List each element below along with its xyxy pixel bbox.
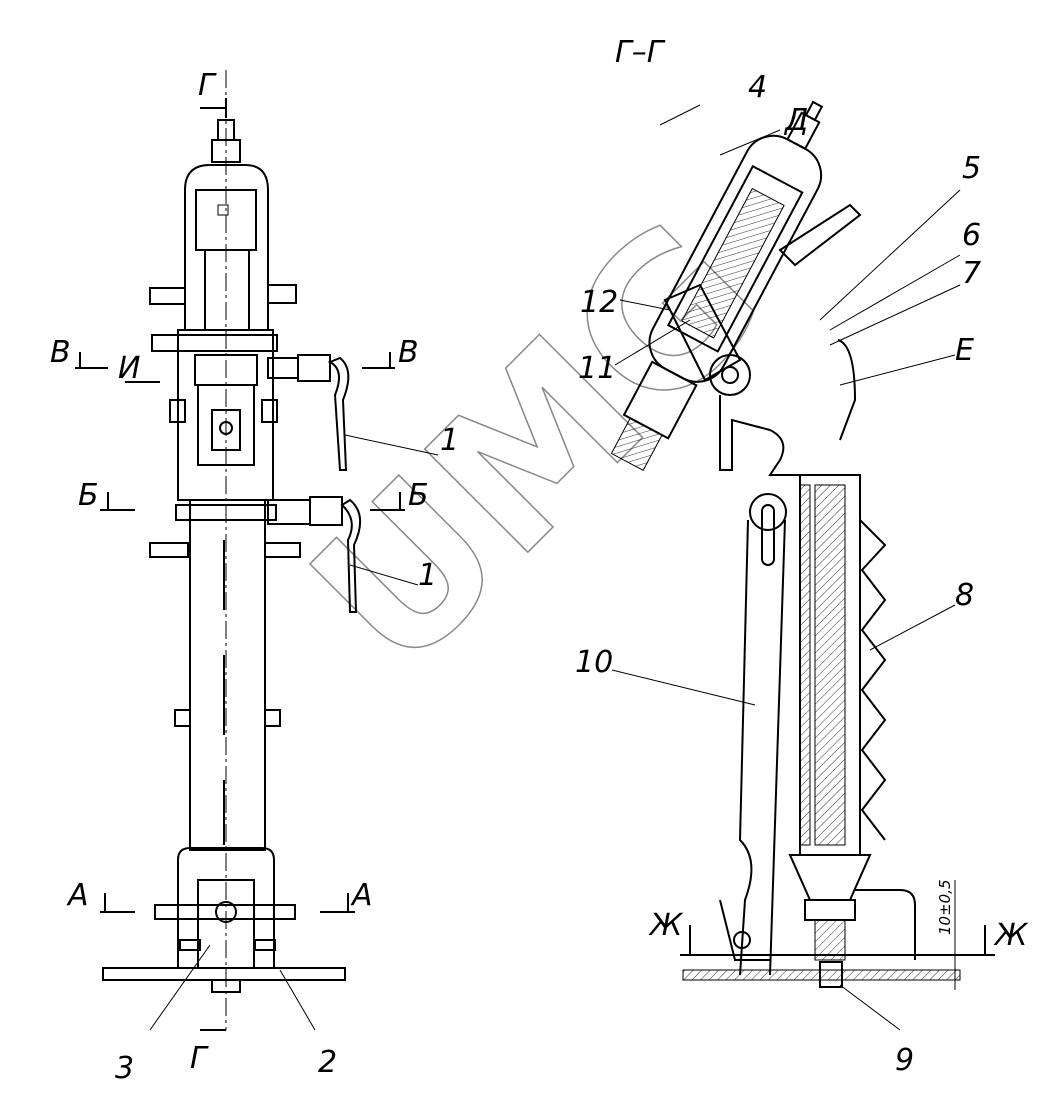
part-number-10: 10 xyxy=(575,645,613,680)
part-number-6: 6 xyxy=(962,218,981,253)
section-title-g-g: Г–Г xyxy=(615,35,666,70)
part-number-7: 7 xyxy=(962,256,981,291)
section-markers xyxy=(75,98,986,1031)
part-number-5: 5 xyxy=(962,151,981,186)
view-label-i: И xyxy=(118,351,140,386)
part-number-12: 12 xyxy=(580,285,618,320)
section-label-g-bottom: Г xyxy=(190,1041,209,1076)
part-number-1a: 1 xyxy=(440,423,459,458)
section-label-a-right: А xyxy=(350,878,373,913)
section-label-b-left: Б xyxy=(78,478,99,513)
part-number-1b: 1 xyxy=(418,558,437,593)
part-number-2: 2 xyxy=(318,1045,337,1080)
view-label-e: Е xyxy=(955,333,974,368)
section-label-a-left: А xyxy=(66,878,89,913)
part-number-9: 9 xyxy=(895,1043,914,1078)
front-view xyxy=(102,70,361,1030)
part-number-8: 8 xyxy=(955,578,974,613)
section-label-b-right: Б xyxy=(408,478,429,513)
section-label-v-right: В xyxy=(398,335,419,370)
section-label-g-top: Г xyxy=(198,68,217,103)
section-label-zh-left: Ж xyxy=(648,908,684,943)
part-number-11: 11 xyxy=(578,351,616,386)
part-number-4: 4 xyxy=(748,70,767,105)
section-label-zh-right: Ж xyxy=(993,918,1029,953)
part-number-3: 3 xyxy=(115,1051,134,1086)
section-label-v-left: В xyxy=(50,335,71,370)
section-view xyxy=(610,100,995,990)
dimension-text: 10±0,5 xyxy=(936,879,954,935)
view-label-d: Д xyxy=(783,103,808,138)
